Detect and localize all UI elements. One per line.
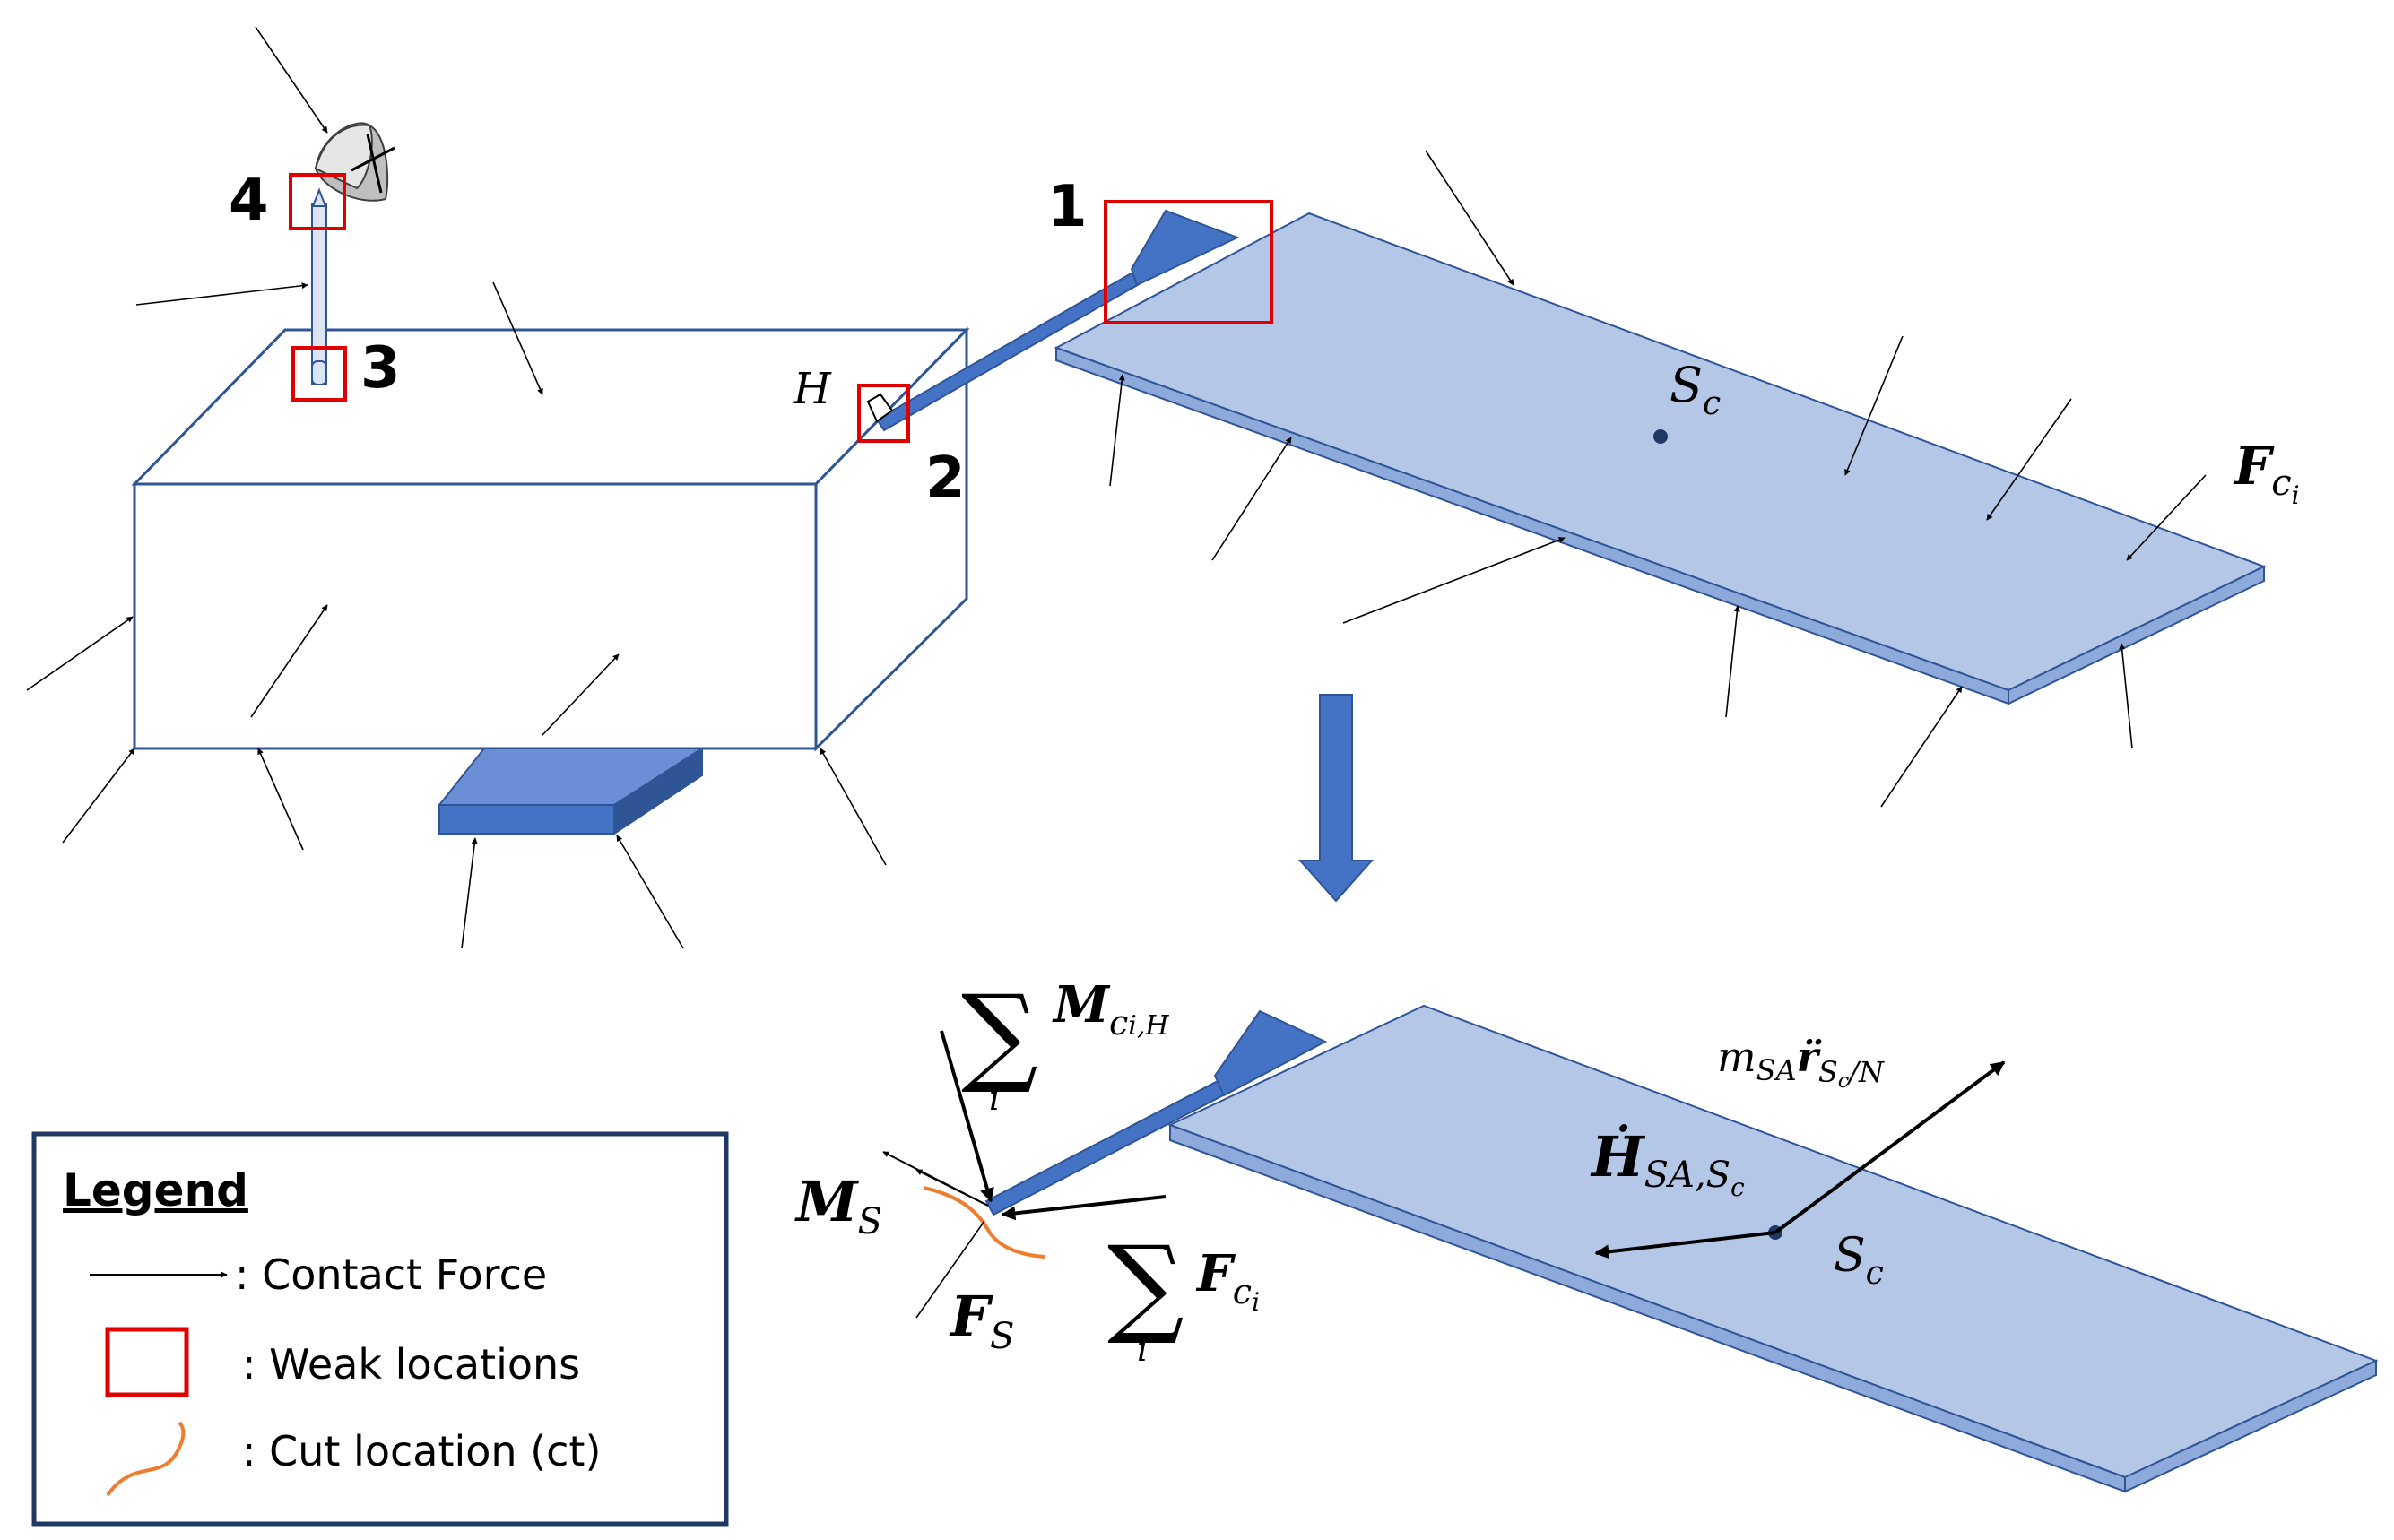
- label-mcih: Mci,H: [1052, 975, 1169, 1043]
- legend-weak-label: : Weak locations: [242, 1340, 580, 1389]
- spacecraft-bus: [131, 326, 970, 752]
- legend-title: Legend: [63, 1164, 248, 1216]
- bottom-boom: [984, 1009, 1328, 1216]
- sum-m-symbol: ∑: [961, 973, 1038, 1097]
- label-fci-top: Fci: [2233, 436, 2300, 510]
- label-fci-bottom: Fci: [1195, 1244, 1260, 1317]
- legend-weak-box: [105, 1327, 189, 1397]
- top-boom: [866, 209, 1240, 432]
- top-solar-panel: [1054, 212, 2267, 705]
- legend: Legend : Contact Force : Weak locations …: [31, 1131, 729, 1527]
- label-4: 4: [229, 168, 269, 234]
- bottom-solar-panel: [1167, 1004, 2379, 1493]
- transition-arrow: [1297, 694, 1375, 903]
- top-contact-force-arrows: [26, 26, 2207, 949]
- sum-f-index: i: [1137, 1329, 1148, 1369]
- sum-f-symbol: ∑: [1107, 1224, 1184, 1348]
- bottom-force-arrows: [882, 1030, 2006, 1319]
- label-1: 1: [1047, 174, 1088, 240]
- cut-curve-diagram: [923, 1186, 1045, 1259]
- legend-cut-label: : Cut location (ct): [242, 1427, 601, 1475]
- label-2: 2: [925, 446, 966, 512]
- antenna: [311, 122, 395, 385]
- label-fs: FS: [949, 1284, 1014, 1357]
- label-sc-bottom: Sc: [1834, 1229, 1884, 1292]
- legend-cut-curve: [106, 1421, 186, 1497]
- sum-m-index: i: [989, 1078, 1000, 1118]
- label-h: H: [793, 364, 832, 414]
- label-ms: MS: [794, 1169, 882, 1242]
- label-sc-top: Sc: [1670, 357, 1721, 422]
- legend-contact-label: : Contact Force: [235, 1250, 547, 1299]
- label-hdot: ḢSA,Sc: [1590, 1124, 1745, 1202]
- label-msa-rdd: mSAr̈Sc/N: [1717, 1033, 1885, 1093]
- bottom-block: [437, 747, 706, 835]
- label-3: 3: [360, 335, 401, 402]
- weak-location-boxes: [289, 173, 1273, 443]
